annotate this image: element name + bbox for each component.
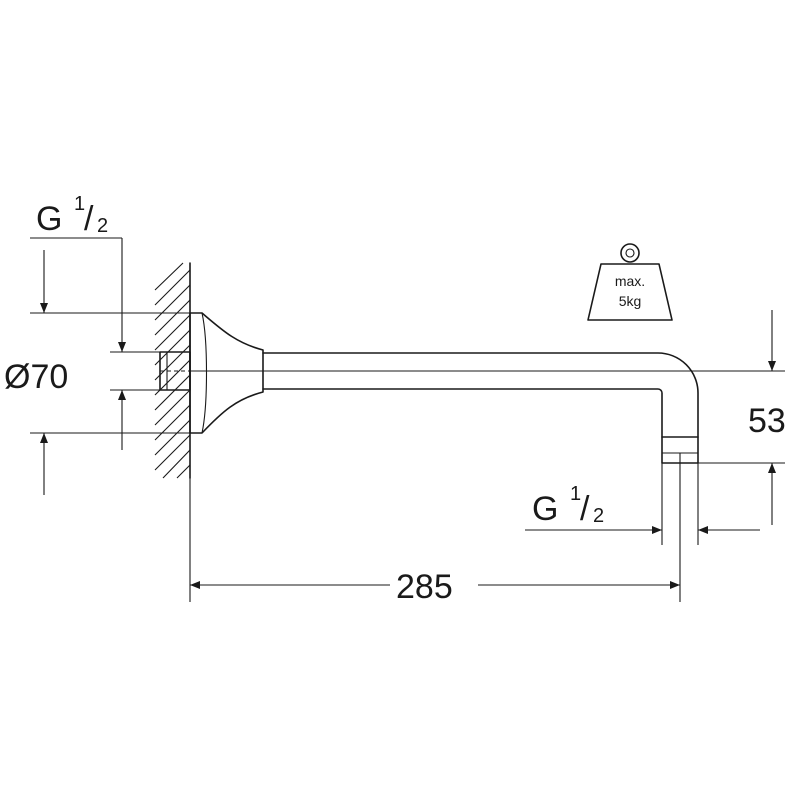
shower-arm <box>262 352 699 464</box>
reference-lines <box>189 370 785 602</box>
weight-line1: max. <box>615 273 645 289</box>
inlet-thread-den: 2 <box>97 215 108 237</box>
escutcheon <box>189 312 264 434</box>
inlet-thread-num: 1 <box>74 193 85 215</box>
height-dimension: 53 <box>748 310 786 525</box>
inlet-thread-g: G <box>36 200 62 238</box>
length-label: 285 <box>396 568 453 606</box>
outlet-thread-g: G <box>532 490 558 528</box>
wall-hatching <box>154 262 191 479</box>
inlet-thread-slash: / <box>84 200 94 238</box>
diameter-dimension: Ø70 <box>4 250 190 495</box>
inlet-thread-callout: G 1 / 2 <box>30 193 123 300</box>
outlet-thread-slash: / <box>580 490 590 528</box>
outlet-thread-callout: G 1 / 2 <box>525 463 760 545</box>
height-label: 53 <box>748 402 786 440</box>
outlet-thread-num: 1 <box>570 483 581 505</box>
outlet-thread-den: 2 <box>593 505 604 527</box>
length-dimension: 285 <box>190 568 680 606</box>
diameter-label: Ø70 <box>4 358 68 396</box>
weight-icon: max. 5kg <box>587 243 673 321</box>
wall <box>154 262 191 479</box>
weight-line2: 5kg <box>619 293 642 309</box>
